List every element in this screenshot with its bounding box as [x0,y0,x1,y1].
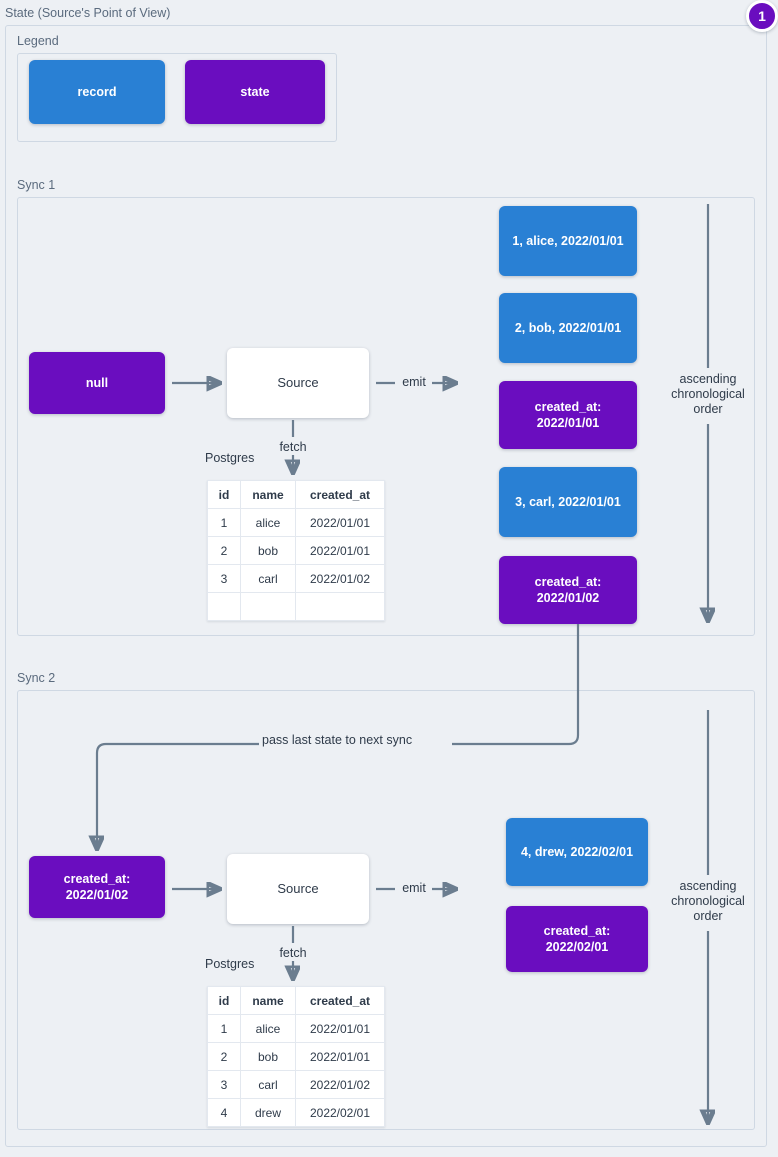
sync2-label: Sync 2 [17,671,56,685]
cell-id: 1 [208,1015,240,1042]
sync1-emitted-1: 2, bob, 2022/01/01 [499,293,637,363]
table-row: 2 bob 2022/01/01 [208,1043,384,1070]
sync1-emitted-2: created_at: 2022/01/01 [499,381,637,449]
sync1-order-label: ascending chronological order [671,372,745,416]
sync1-emit-label: emit [402,375,426,389]
table-row: 4 drew 2022/02/01 [208,1099,384,1126]
cell-created-at: 2022/02/01 [296,1099,384,1126]
cell-created-at: 2022/01/02 [296,1071,384,1098]
table-row: 1 alice 2022/01/01 [208,1015,384,1042]
step-badge[interactable]: 1 [746,0,778,32]
cell-id: 3 [208,565,240,592]
col-created-at: created_at [296,987,384,1014]
cell-created-at: 2022/01/02 [296,565,384,592]
sync2-panel-body [17,690,755,1130]
sync1-postgres-table: id name created_at 1 alice 2022/01/01 2 … [207,480,385,621]
cell-name: alice [241,1015,295,1042]
table-row: 2 bob 2022/01/01 [208,537,384,564]
cell-id: 1 [208,509,240,536]
state-panel: State (Source's Point of View) [5,6,767,1147]
legend-panel-body [17,53,337,142]
table-header-row: id name created_at [208,481,384,508]
sync1-fetch-label: fetch [279,440,307,454]
sync1-source-box: Source [227,348,369,418]
cell-created-at: 2022/01/01 [296,537,384,564]
legend-panel: Legend [17,34,337,142]
sync2-panel: Sync 2 [17,671,755,1130]
col-id: id [208,987,240,1014]
sync1-panel: Sync 1 [17,178,755,636]
pass-state-connector-label: pass last state to next sync [258,733,417,748]
col-created-at: created_at [296,481,384,508]
cell-created-at: 2022/01/01 [296,509,384,536]
sync1-input-state: null [29,352,165,414]
col-name: name [241,481,295,508]
table-row [208,593,384,620]
state-panel-body [5,25,767,1147]
sync2-db-label: Postgres [205,957,255,971]
sync2-fetch-label: fetch [279,946,307,960]
legend-swatch-state: state [185,60,325,124]
cell-name: bob [241,537,295,564]
cell-name: alice [241,509,295,536]
table-row: 1 alice 2022/01/01 [208,509,384,536]
sync1-db-label: Postgres [205,451,255,465]
cell-id: 3 [208,1071,240,1098]
sync2-emitted-1: created_at: 2022/02/01 [506,906,648,972]
legend-swatch-record: record [29,60,165,124]
sync1-emitted-4: created_at: 2022/01/02 [499,556,637,624]
cell-created-at: 2022/01/01 [296,1015,384,1042]
sync1-panel-body [17,197,755,636]
table-row: 3 carl 2022/01/02 [208,565,384,592]
sync1-emitted-3: 3, carl, 2022/01/01 [499,467,637,537]
sync1-label: Sync 1 [17,178,56,192]
cell-created-at: 2022/01/01 [296,1043,384,1070]
legend-label: Legend [17,34,59,48]
cell-created-at [296,593,384,620]
cell-name [241,593,295,620]
sync2-emit-label: emit [402,881,426,895]
cell-name: drew [241,1099,295,1126]
col-id: id [208,481,240,508]
cell-id: 2 [208,537,240,564]
cell-name: carl [241,565,295,592]
sync2-emitted-0: 4, drew, 2022/02/01 [506,818,648,886]
cell-id: 2 [208,1043,240,1070]
sync1-emitted-0: 1, alice, 2022/01/01 [499,206,637,276]
col-name: name [241,987,295,1014]
table-row: 3 carl 2022/01/02 [208,1071,384,1098]
cell-id [208,593,240,620]
cell-id: 4 [208,1099,240,1126]
cell-name: bob [241,1043,295,1070]
sync2-input-state: created_at: 2022/01/02 [29,856,165,918]
sync2-order-label: ascending chronological order [671,879,745,923]
sync2-source-box: Source [227,854,369,924]
cell-name: carl [241,1071,295,1098]
table-header-row: id name created_at [208,987,384,1014]
page-title: State (Source's Point of View) [5,6,171,20]
sync2-postgres-table: id name created_at 1 alice 2022/01/01 2 … [207,986,385,1127]
